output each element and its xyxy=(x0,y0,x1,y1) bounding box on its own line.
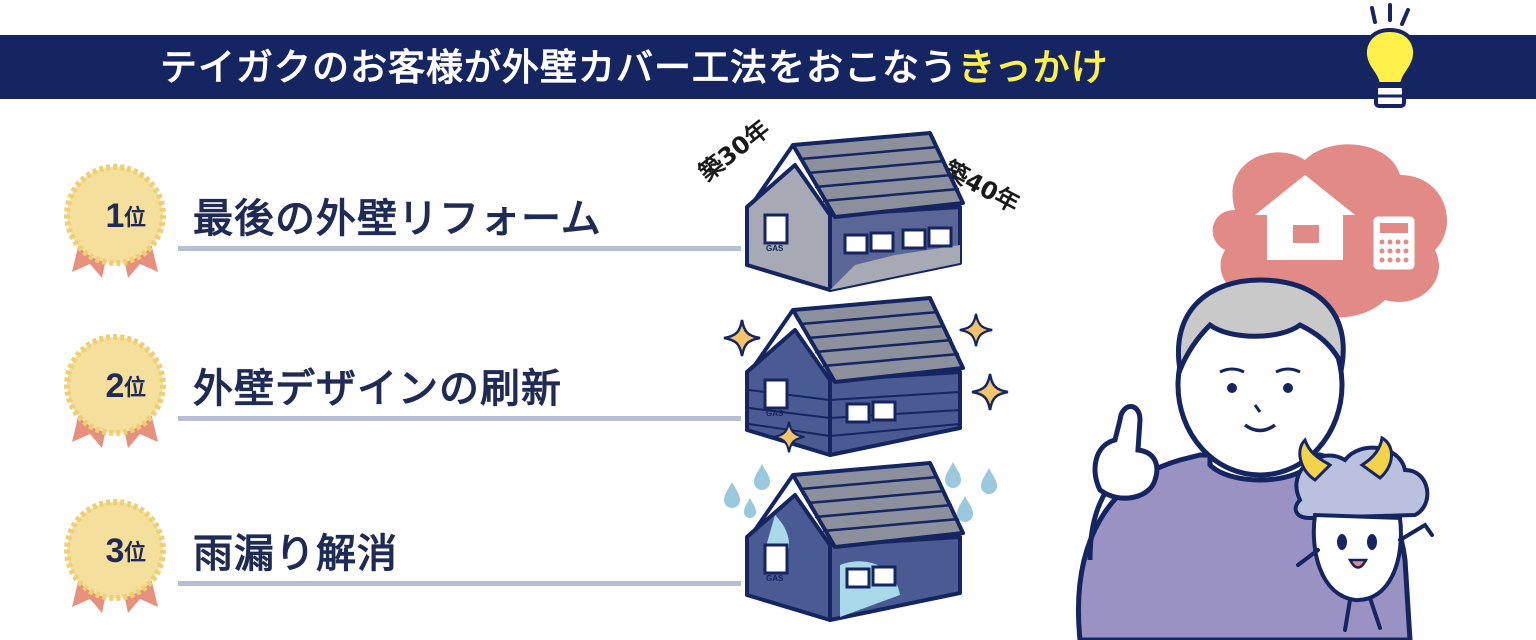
rank-number-2: 2 xyxy=(106,367,125,405)
customer-illustration xyxy=(1076,144,1448,640)
aged-house-illustration: GAS xyxy=(745,131,965,292)
mascot-character xyxy=(1293,435,1434,632)
medal-icon: 3 xyxy=(64,499,166,613)
gas-meter-label: GAS xyxy=(766,574,784,583)
sparkle-icon xyxy=(773,421,805,453)
rank-suffix-3: 位 xyxy=(124,541,147,566)
gas-meter-label: GAS xyxy=(766,409,784,418)
rank-row-3: 3 位 雨漏り解消 xyxy=(0,495,760,615)
rank-divider xyxy=(178,416,741,421)
sparkle-icon xyxy=(723,319,761,357)
sparkle-icon xyxy=(971,373,1009,411)
hair xyxy=(1176,277,1346,380)
rank-divider xyxy=(178,581,741,586)
rank-row-1: 1 位 最後の外壁リフォーム xyxy=(0,160,760,280)
rank-label-3: 雨漏り解消 xyxy=(193,531,398,577)
rank-suffix-1: 位 xyxy=(124,206,147,231)
rank-number-1: 1 xyxy=(106,197,125,235)
raindrop-icon xyxy=(945,462,997,522)
title-banner xyxy=(0,35,1536,99)
rank-label-1: 最後の外壁リフォーム xyxy=(193,196,602,242)
gas-meter-label: GAS xyxy=(766,244,784,253)
rank-suffix-2: 位 xyxy=(124,376,147,401)
sparkle-icon xyxy=(959,313,993,347)
lightbulb-icon xyxy=(1363,3,1417,108)
title-main-text: テイガクのお客様が外壁カバー工法をおこなう xyxy=(160,46,958,89)
rank-divider xyxy=(178,246,741,251)
rank-number-3: 3 xyxy=(106,532,125,570)
page-title: テイガクのお客様が外壁カバー工法をおこなうきっかけ xyxy=(160,43,1109,93)
leaking-house-illustration: GAS xyxy=(745,461,965,622)
medal-icon: 2 xyxy=(64,334,166,448)
rank-label-2: 外壁デザインの刷新 xyxy=(193,366,562,412)
raindrop-icon xyxy=(724,464,770,518)
renovated-house-illustration: GAS xyxy=(745,296,965,457)
title-highlight-text: きっかけ xyxy=(958,46,1109,89)
rank-row-2: 2 位 外壁デザインの刷新 xyxy=(0,330,760,450)
pointing-hand xyxy=(1092,404,1160,501)
medal-icon: 1 xyxy=(64,164,166,278)
